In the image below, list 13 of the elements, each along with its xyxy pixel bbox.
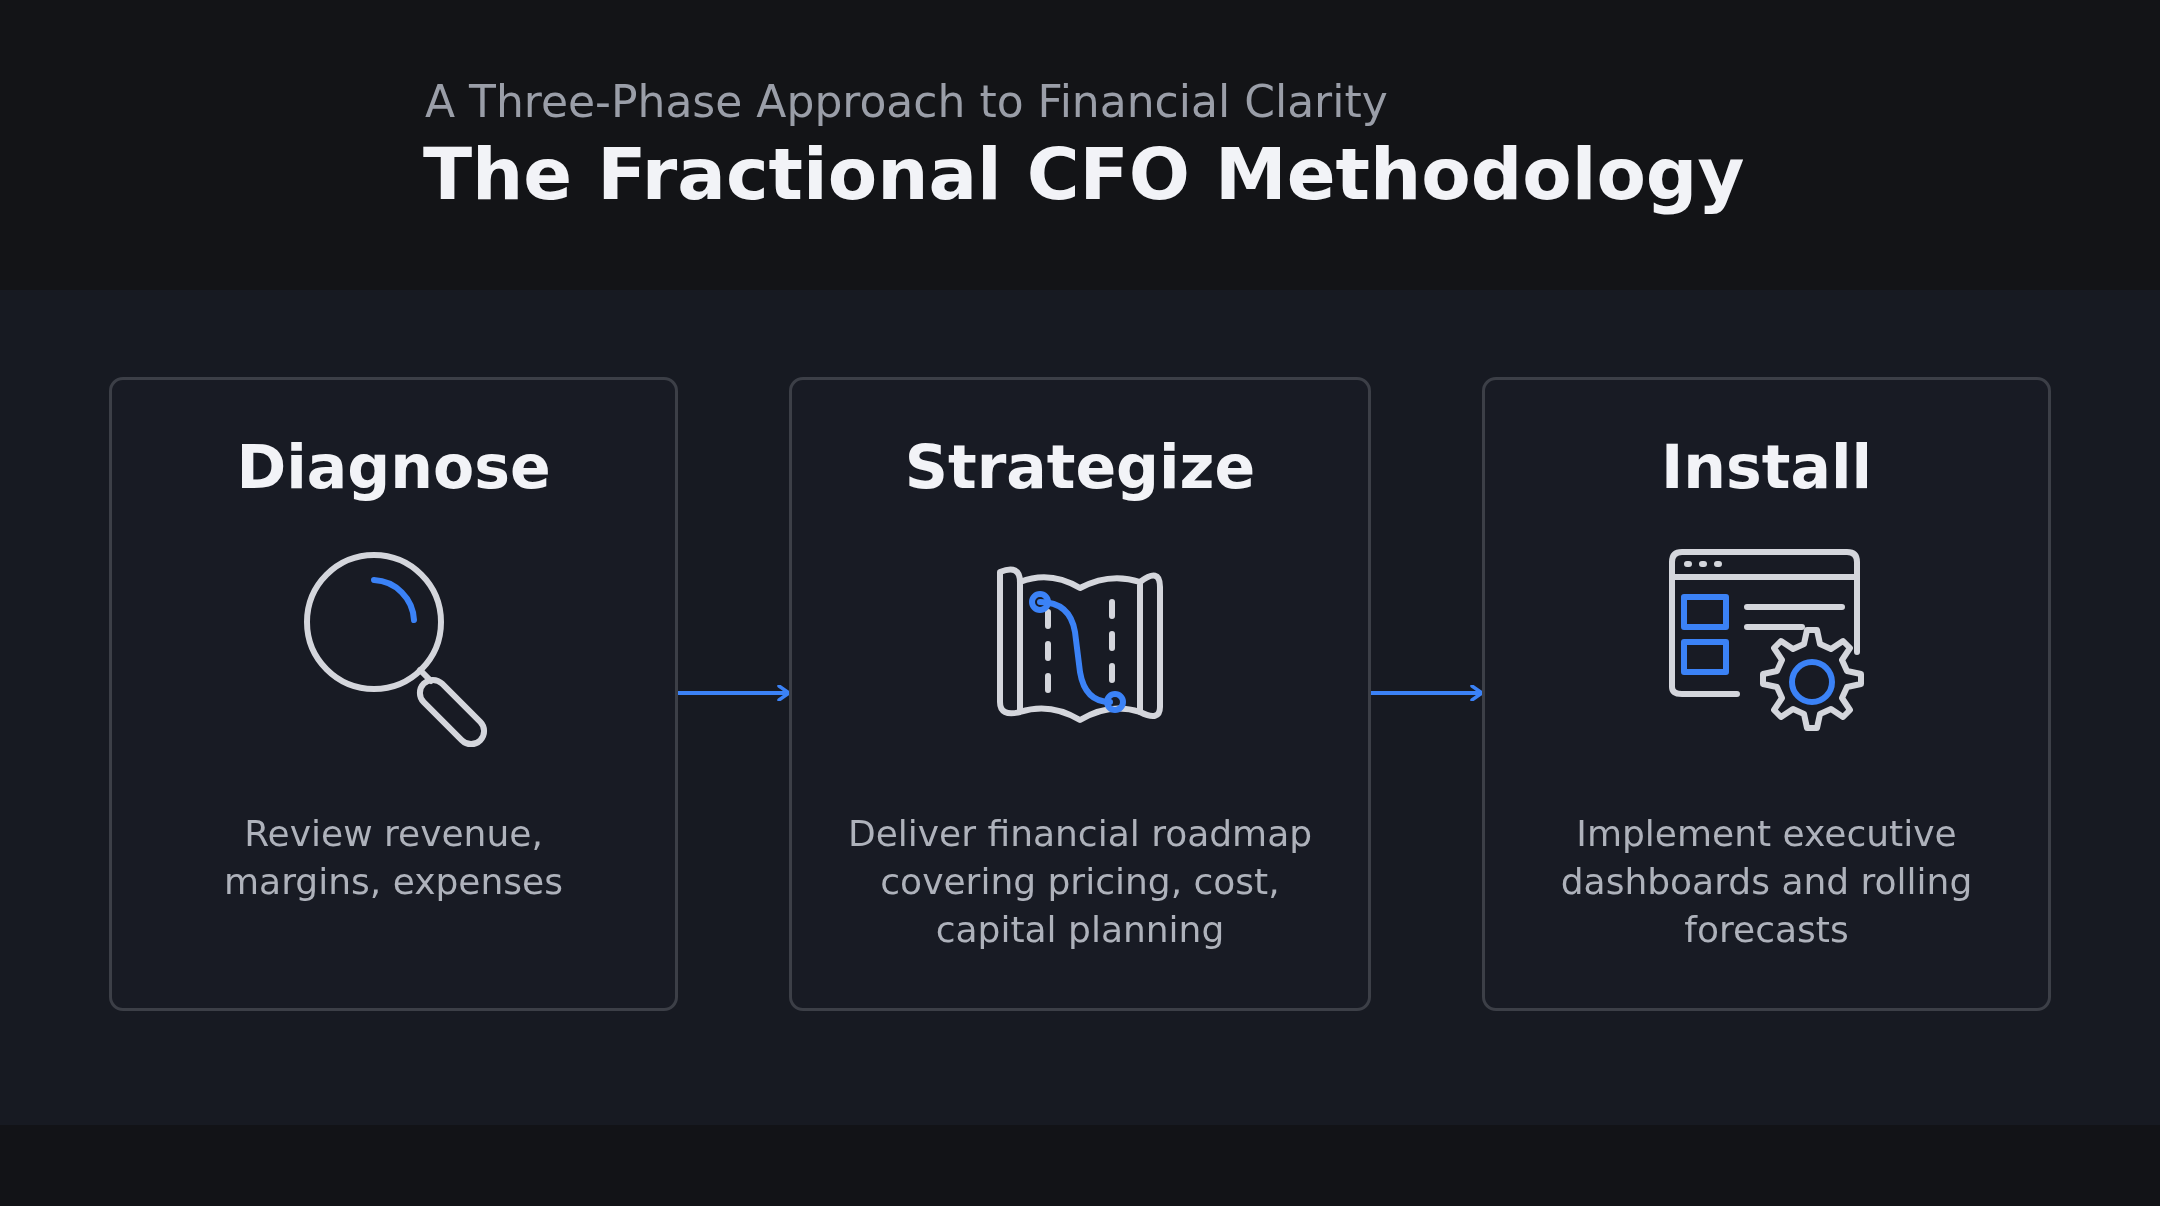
phase-card [1482, 377, 2051, 1011]
phase-heading: Strategize [904, 432, 1256, 502]
phase-heading: Diagnose [236, 432, 551, 502]
arrow [1371, 684, 1484, 702]
title: The Fractional CFO Methodology [423, 132, 1745, 216]
subtitle: A Three-Phase Approach to Financial Clarity [425, 76, 1388, 127]
phase-description: Review revenue, margins, expenses [223, 812, 564, 904]
arrow [678, 684, 791, 702]
phase-description: Implement executive dashboards and rolling forecasts [1559, 812, 1974, 952]
phase-heading: Install [1660, 432, 1873, 502]
phase-card [789, 377, 1371, 1011]
phase-card [109, 377, 678, 1011]
phase-description: Deliver financial roadmap covering pricing, cost, capital planning [846, 812, 1314, 952]
